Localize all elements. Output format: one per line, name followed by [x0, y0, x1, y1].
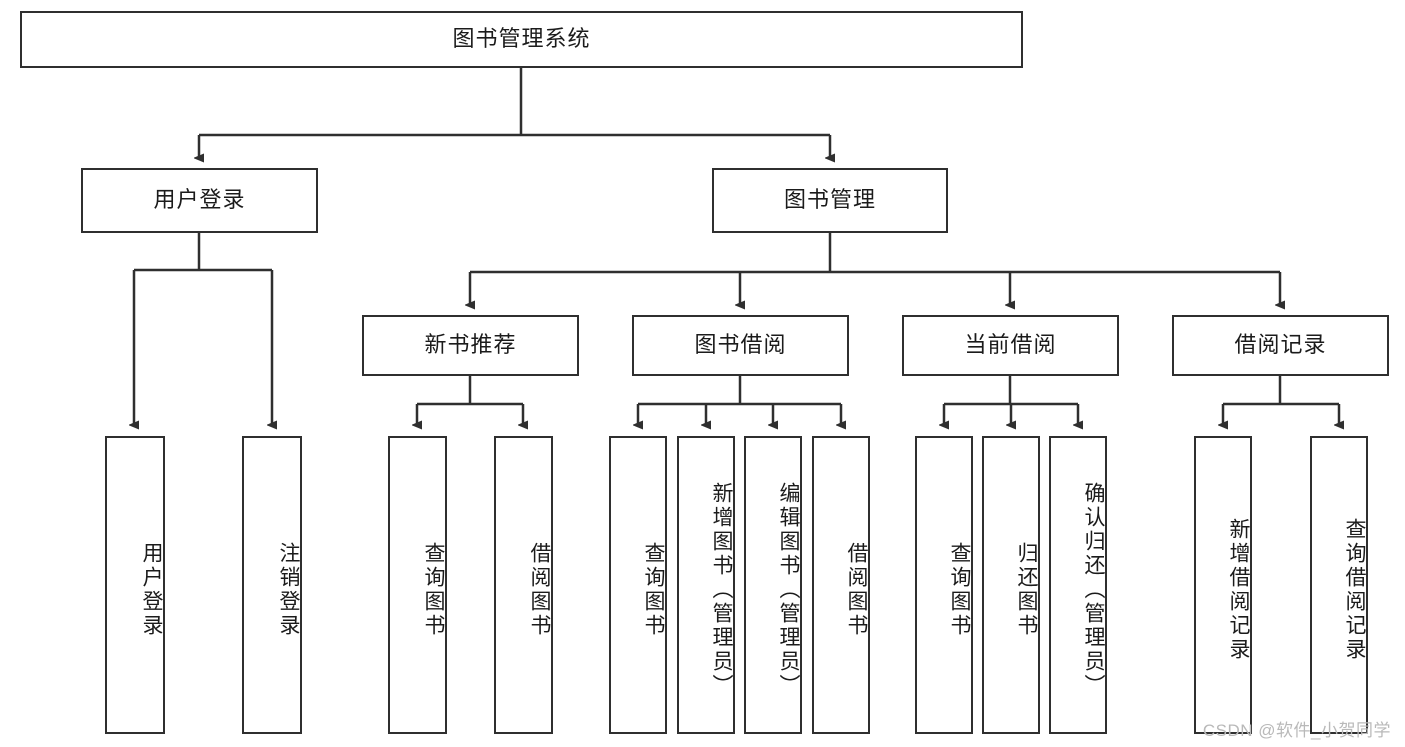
leaf-user-login[interactable]: 用户登录 — [105, 436, 165, 734]
node-label: 借阅记录 — [1234, 332, 1327, 358]
watermark: CSDN @软件_小贺同学 — [1202, 721, 1391, 740]
leaf-current-confirm-return-admin[interactable]: 确认归还（管理员） — [1049, 436, 1107, 734]
node-label: 新书推荐 — [424, 332, 517, 358]
node-book-borrow[interactable]: 图书借阅 — [632, 315, 849, 376]
leaf-current-return-book[interactable]: 归还图书 — [982, 436, 1040, 734]
node-new-book-recommend[interactable]: 新书推荐 — [362, 315, 579, 376]
leaf-recommend-borrow-book[interactable]: 借阅图书 — [494, 436, 553, 734]
node-borrow-record[interactable]: 借阅记录 — [1172, 315, 1389, 376]
node-label: 借阅图书 — [845, 542, 868, 638]
node-label: 图书借阅 — [694, 332, 787, 358]
node-label: 查询图书 — [642, 542, 665, 638]
node-label: 图书管理系统 — [452, 26, 591, 52]
node-label: 查询图书 — [422, 542, 445, 638]
node-label: 当前借阅 — [964, 332, 1057, 358]
node-label: 图书管理 — [783, 187, 876, 213]
leaf-record-query-borrow-record[interactable]: 查询借阅记录 — [1310, 436, 1368, 734]
node-label: 归还图书 — [1015, 542, 1038, 638]
leaf-borrow-query-book[interactable]: 查询图书 — [609, 436, 667, 734]
node-current-borrow[interactable]: 当前借阅 — [902, 315, 1119, 376]
node-root-library-system[interactable]: 图书管理系统 — [20, 11, 1023, 68]
node-label: 编辑图书（管理员） — [777, 482, 800, 698]
node-label: 用户登录 — [140, 542, 163, 638]
node-book-management[interactable]: 图书管理 — [712, 168, 948, 233]
node-label: 注销登录 — [277, 542, 300, 638]
node-user-login[interactable]: 用户登录 — [81, 168, 318, 233]
node-label: 新增借阅记录 — [1227, 518, 1250, 662]
node-label: 查询借阅记录 — [1343, 518, 1366, 662]
node-label: 查询图书 — [948, 542, 971, 638]
node-label: 确认归还（管理员） — [1082, 482, 1105, 698]
leaf-borrow-edit-book-admin[interactable]: 编辑图书（管理员） — [744, 436, 802, 734]
node-label: 新增图书（管理员） — [710, 482, 733, 698]
leaf-borrow-borrow-book[interactable]: 借阅图书 — [812, 436, 870, 734]
node-label: 用户登录 — [153, 187, 246, 213]
leaf-current-query-book[interactable]: 查询图书 — [915, 436, 973, 734]
leaf-borrow-add-book-admin[interactable]: 新增图书（管理员） — [677, 436, 735, 734]
node-label: 借阅图书 — [528, 542, 551, 638]
leaf-user-logout[interactable]: 注销登录 — [242, 436, 302, 734]
leaf-recommend-query-book[interactable]: 查询图书 — [388, 436, 447, 734]
leaf-record-add-borrow-record[interactable]: 新增借阅记录 — [1194, 436, 1252, 734]
